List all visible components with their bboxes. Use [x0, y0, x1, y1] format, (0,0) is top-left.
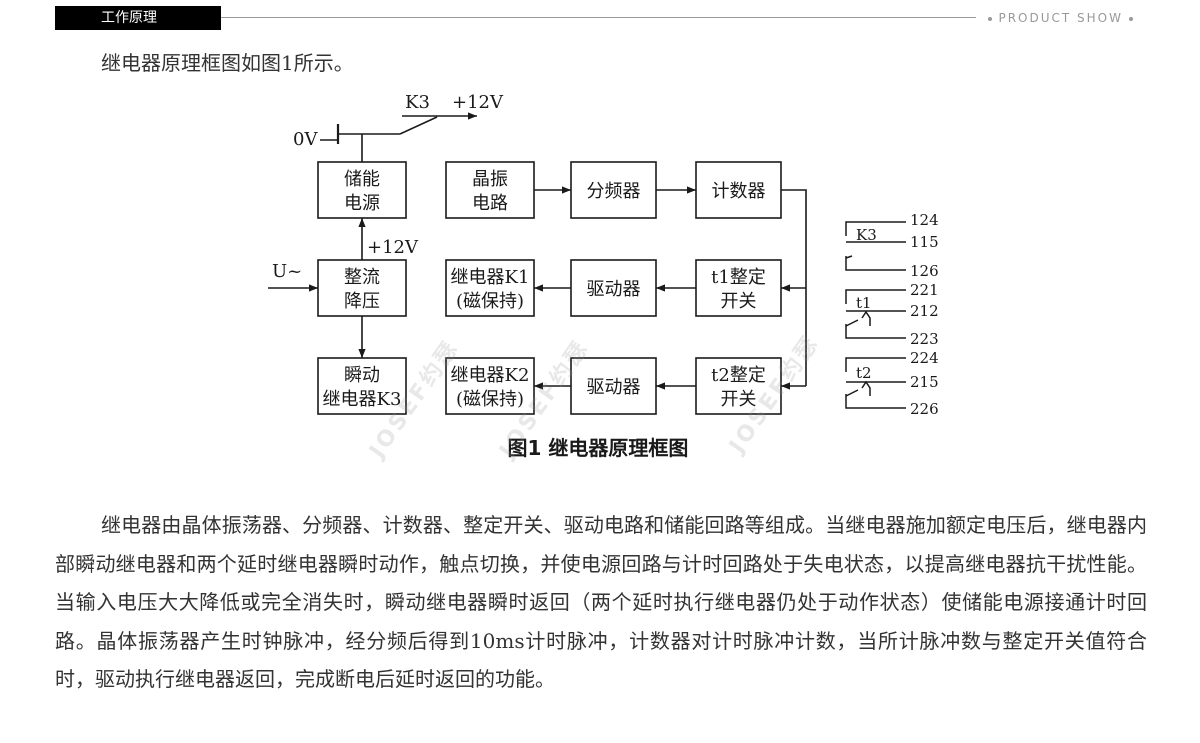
t1-set-line1: t1整定: [711, 267, 766, 288]
counter-output-wire: [781, 189, 807, 386]
t2-set-line2: 开关: [721, 389, 757, 410]
driver2-label: 驱动器: [587, 377, 641, 398]
t2-contact-label: t2: [856, 364, 872, 382]
section-title: 工作原理: [55, 6, 221, 30]
k3-contact-label: K3: [856, 226, 877, 244]
pin-224: 224: [910, 349, 939, 367]
crystal-osc-line2: 电路: [472, 193, 508, 214]
t1-set-line2: 开关: [721, 291, 757, 312]
relay-k1-line1: 继电器K1: [451, 267, 530, 288]
intro-text: 继电器原理框图如图1所示。: [101, 51, 354, 75]
relay-k1-line2: (磁保持): [456, 291, 524, 312]
k3-label: K3: [405, 92, 430, 113]
instant-relay-line2: 继电器K3: [323, 389, 402, 410]
rectifier-line1: 整流: [344, 267, 380, 288]
t2-set-line1: t2整定: [711, 365, 766, 386]
pin-221: 221: [910, 281, 939, 299]
zero-v-label: 0V: [293, 129, 318, 150]
storage-power-line2: 电源: [344, 193, 380, 214]
u-input-label: U~: [272, 261, 302, 282]
driver1-label: 驱动器: [587, 279, 641, 300]
pin-212: 212: [910, 302, 939, 320]
figure-caption: 图1 继电器原理框图: [508, 436, 689, 460]
relay-block-diagram: 储能 电源 整流 降压 瞬动 继电器K3 晶振 电路 分频器 计数器 继电器K1…: [268, 92, 939, 460]
k3-switch-blade: [399, 116, 438, 135]
rectifier-line2: 降压: [344, 291, 380, 312]
t1-contact-label: t1: [856, 294, 872, 312]
pin-215: 215: [910, 373, 939, 391]
description-paragraph: 继电器由晶体振荡器、分频器、计数器、整定开关、驱动电路和储能回路等组成。当继电器…: [55, 513, 1147, 691]
pin-124: 124: [910, 211, 939, 229]
dot-icon: [988, 16, 993, 21]
counter-label: 计数器: [712, 181, 766, 202]
relay-k2-line2: (磁保持): [456, 389, 524, 410]
crystal-osc-line1: 晶振: [472, 169, 508, 190]
pin-223: 223: [910, 330, 939, 348]
storage-power-line1: 储能: [344, 169, 380, 190]
relay-k2-line1: 继电器K2: [451, 365, 530, 386]
pin-126: 126: [910, 262, 939, 280]
plus12v-top-label: +12V: [452, 92, 504, 113]
product-show-text: PRODUCT SHOW: [998, 11, 1123, 25]
pin-226: 226: [910, 400, 939, 418]
divider-label: 分频器: [587, 181, 641, 202]
plus12v-mid-label: +12V: [367, 237, 419, 258]
header-rule: [221, 17, 1145, 18]
t1-contact: [845, 289, 906, 339]
t2-contact: [845, 357, 906, 409]
k3-contact: [845, 221, 906, 271]
pin-115: 115: [910, 233, 939, 251]
product-show-label: PRODUCT SHOW: [976, 9, 1145, 27]
dot-icon: [1129, 16, 1133, 21]
instant-relay-line1: 瞬动: [344, 365, 380, 386]
